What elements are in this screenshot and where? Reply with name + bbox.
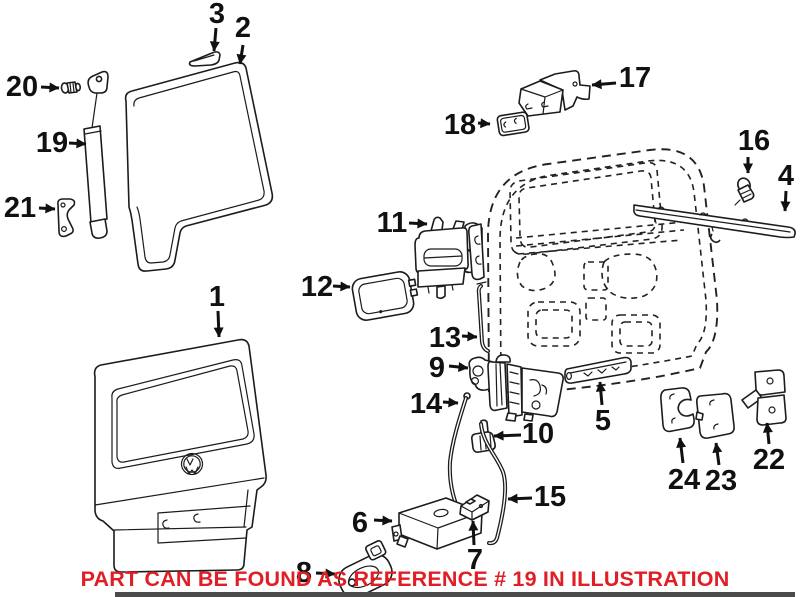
callout-arrow-10 — [493, 430, 522, 441]
part-rod-upper — [476, 281, 490, 353]
part-hinge-bracket — [741, 369, 787, 426]
part-striker-plate — [564, 356, 632, 384]
part-seal-strip — [188, 51, 221, 67]
part-gasket — [351, 271, 419, 321]
part-tailgate-panel — [93, 338, 267, 573]
callout-number-7: 7 — [467, 544, 483, 576]
callout-arrow-8 — [315, 568, 336, 579]
callout-arrow-24 — [676, 437, 687, 464]
callout-arrow-14 — [442, 397, 459, 408]
callout-number-18: 18 — [444, 109, 476, 141]
callout-arrow-9 — [448, 362, 469, 372]
callout-number-20: 20 — [6, 71, 38, 103]
part-linkage-strip — [468, 223, 485, 281]
part-rod-left — [447, 392, 471, 509]
callout-number-9: 9 — [429, 352, 445, 384]
callout-number-23: 23 — [705, 465, 737, 497]
part-plate — [496, 111, 530, 137]
callout-arrow-18 — [477, 118, 491, 129]
bottom-bar — [115, 592, 795, 597]
part-gas-strut — [83, 70, 109, 239]
callout-number-15: 15 — [534, 481, 566, 513]
callout-arrow-11 — [408, 218, 428, 229]
callout-arrow-1 — [213, 310, 224, 338]
callout-number-6: 6 — [352, 507, 368, 539]
callout-arrow-2 — [236, 44, 247, 65]
van-body-dashed-outline — [487, 148, 719, 394]
callout-number-17: 17 — [619, 62, 651, 94]
part-sensor — [734, 177, 755, 206]
part-glass-panel — [124, 61, 274, 272]
callout-arrow-5 — [595, 381, 606, 406]
callout-arrow-15 — [507, 493, 533, 504]
callout-arrow-21 — [38, 203, 56, 214]
callout-number-14: 14 — [410, 388, 442, 420]
reference-note: PART CAN BE FOUND AS REFERENCE # 19 IN I… — [81, 567, 730, 591]
callout-number-19: 19 — [36, 127, 68, 159]
callout-arrow-20 — [40, 82, 60, 93]
callout-number-10: 10 — [522, 418, 554, 450]
callout-number-1: 1 — [209, 281, 225, 313]
callout-arrow-22 — [762, 422, 773, 445]
callout-number-16: 16 — [738, 125, 770, 157]
part-connector — [459, 494, 490, 521]
part-rod-right — [479, 422, 507, 546]
callout-number-8: 8 — [296, 557, 312, 589]
callout-arrow-13 — [461, 331, 478, 342]
callout-arrow-17 — [591, 79, 617, 90]
part-buffer-right — [695, 392, 735, 439]
part-light-housing — [518, 70, 591, 117]
callout-number-3: 3 — [209, 0, 225, 30]
callout-number-4: 4 — [778, 160, 794, 192]
callout-arrow-23 — [712, 442, 723, 466]
callout-arrow-7 — [468, 520, 479, 546]
callout-number-5: 5 — [595, 405, 611, 437]
callout-number-12: 12 — [301, 271, 333, 303]
callout-arrow-6 — [373, 515, 393, 526]
callout-number-13: 13 — [429, 322, 461, 354]
callout-number-24: 24 — [668, 464, 700, 496]
callout-number-21: 21 — [4, 192, 36, 224]
callout-arrow-4 — [780, 190, 791, 212]
callout-number-2: 2 — [235, 12, 251, 44]
part-strut-bracket — [57, 198, 76, 238]
callout-arrow-12 — [332, 281, 351, 292]
part-lock-mechanism — [468, 354, 564, 422]
part-handle — [338, 540, 393, 597]
part-hinge-strip — [633, 204, 796, 244]
callout-number-11: 11 — [377, 207, 408, 239]
callout-number-22: 22 — [753, 444, 785, 476]
part-buffer-left — [660, 387, 695, 433]
callout-arrow-19 — [68, 138, 87, 149]
callout-arrow-3 — [209, 27, 220, 52]
part-ball-stud — [60, 81, 82, 94]
